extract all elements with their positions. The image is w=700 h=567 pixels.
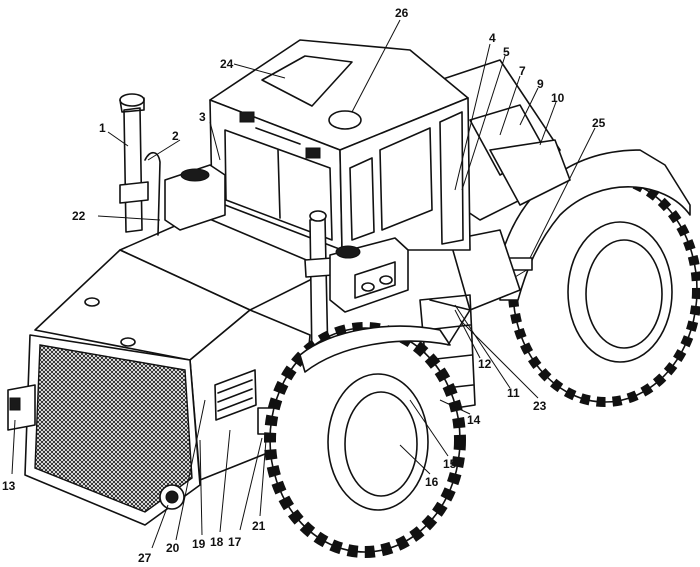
rear-wheel [508,173,700,407]
callout-11: 11 [507,386,520,400]
callout-3: 3 [199,110,206,124]
callout-27: 27 [138,551,152,565]
front-fender [299,299,471,373]
callout-5: 5 [503,45,510,59]
callout-10: 10 [551,91,565,105]
cab [209,39,471,251]
callout-23: 23 [533,399,547,413]
right-tank [329,237,409,313]
callout-18: 18 [210,535,224,549]
callout-21: 21 [252,519,266,533]
left-tank [164,164,226,231]
callout-12: 12 [478,357,492,371]
rear-frame [439,59,571,311]
callout-7: 7 [519,64,526,78]
callout-17: 17 [228,535,242,549]
callout-1: 1 [99,121,106,135]
front-wheel [264,322,466,558]
callout-15: 15 [443,457,457,471]
radiator-grille [24,334,201,526]
engine-hood [34,214,331,481]
callout-24: 24 [220,57,234,71]
callout-14: 14 [467,413,481,427]
callout-26: 26 [395,6,409,20]
callout-13: 13 [2,479,16,493]
callout-20: 20 [166,541,180,555]
callout-16: 16 [425,475,439,489]
callout-9: 9 [537,77,544,91]
front-bumper [7,384,185,510]
callout-19: 19 [192,537,206,551]
callout-22: 22 [72,209,86,223]
callout-labels: 1 2 3 4 5 7 9 10 11 12 13 14 15 16 17 18… [2,6,606,565]
leader-lines [11,19,596,549]
callout-2: 2 [172,129,179,143]
air-intake-pipe [119,93,161,236]
callout-25: 25 [592,116,606,130]
callout-4: 4 [489,31,496,45]
